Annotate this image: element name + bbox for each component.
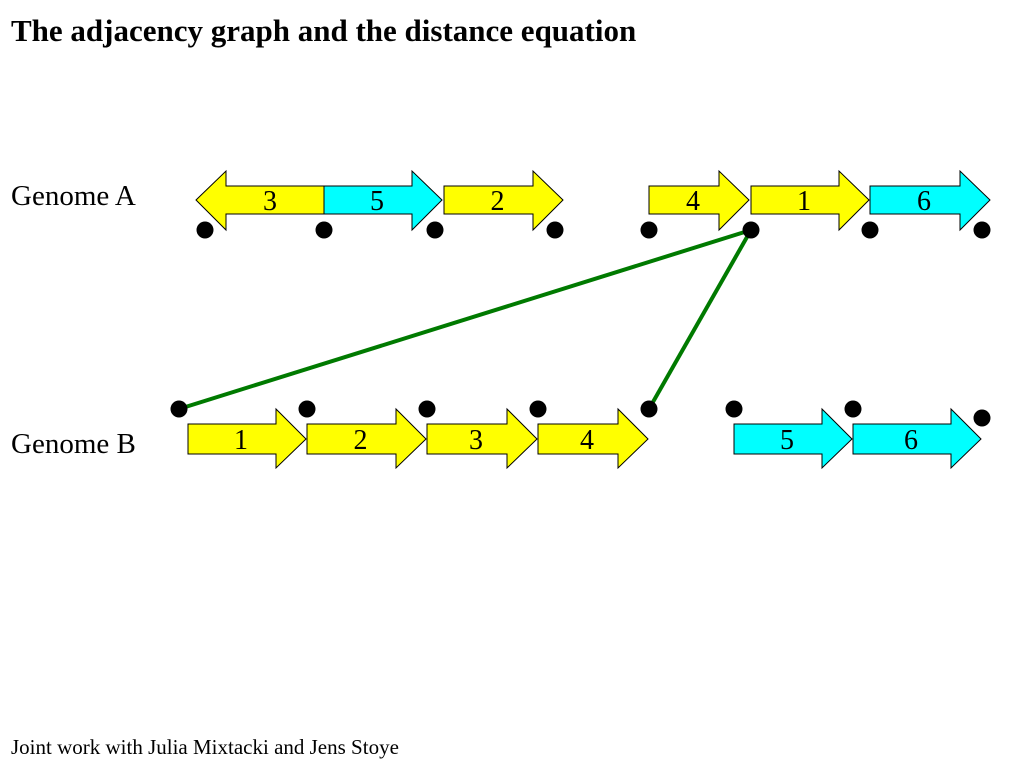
genome-b-gene-5-arrow [733, 407, 853, 470]
genome-a-adjacency-dot [315, 221, 333, 239]
genome-a-gene-5-label: 5 [370, 186, 384, 217]
adjacency-edge [647, 229, 753, 410]
genome-a-label: Genome A [11, 180, 136, 212]
genome-a-gene-6: 6 [869, 169, 991, 232]
genome-b-gene-3-arrow [426, 407, 538, 470]
genome-b-gene-2: 2 [306, 407, 427, 470]
genome-b-adjacency-dot [725, 400, 743, 418]
genome-a-adjacency-dot [640, 221, 658, 239]
genome-b-adjacency-dot [170, 400, 188, 418]
genome-b-gene-1-label: 1 [234, 425, 248, 456]
genome-b-gene-4: 4 [537, 407, 649, 470]
genome-b-adjacency-dot [844, 400, 862, 418]
adjacency-edges [178, 228, 753, 411]
genome-a-adjacency-dot [546, 221, 564, 239]
genome-a-gene-3-label: 3 [263, 186, 277, 217]
genome-b-gene-1-arrow [187, 407, 307, 470]
genome-b-gene-6: 6 [852, 407, 982, 470]
genome-a-adjacency-dot [742, 221, 760, 239]
genome-b-gene-1: 1 [187, 407, 307, 470]
genome-b-adjacency-dot [418, 400, 436, 418]
genome-b-gene-4-label: 4 [580, 425, 594, 456]
genome-b-gene-3-label: 3 [469, 425, 483, 456]
genome-a-gene-5: 5 [323, 169, 443, 232]
adjacency-edge [178, 228, 752, 411]
genome-a-gene-4: 4 [648, 169, 750, 232]
genome-b-gene-3: 3 [426, 407, 538, 470]
genome-a-gene-3: 3 [195, 169, 325, 232]
genome-a-adjacency-dot [196, 221, 214, 239]
genome-a-adjacency-dot [861, 221, 879, 239]
genome-b-gene-2-arrow [306, 407, 427, 470]
genome-a-gene-2-label: 2 [491, 186, 505, 217]
genome-b-adjacency-dot [529, 400, 547, 418]
genome-b-gene-2-label: 2 [354, 425, 368, 456]
genome-a-gene-4-label: 4 [686, 186, 700, 217]
genome-a-gene-5-arrow [323, 169, 443, 232]
genome-a-gene-2: 2 [443, 169, 564, 232]
genome-a-gene-1-arrow [750, 169, 870, 232]
genome-a-gene-3-arrow [195, 169, 325, 232]
genome-b-gene-5-label: 5 [780, 425, 794, 456]
genome-a-adjacency-dot [973, 221, 991, 239]
genome-b-gene-6-label: 6 [904, 425, 918, 456]
genome-a-gene-1-label: 1 [797, 186, 811, 217]
genome-b-adjacency-dot [298, 400, 316, 418]
genome-a-gene-4-arrow [648, 169, 750, 232]
genome-b-gene-6-arrow [852, 407, 982, 470]
genome-a-gene-6-arrow [869, 169, 991, 232]
genome-b-gene-5: 5 [733, 407, 853, 470]
footer-credit: Joint work with Julia Mixtacki and Jens … [11, 735, 399, 759]
genome-a-gene-6-label: 6 [917, 186, 931, 217]
genome-b-adjacency-dot [640, 400, 658, 418]
slide-title: The adjacency graph and the distance equ… [11, 13, 637, 48]
genome-b-adjacency-dot [973, 409, 991, 427]
gene-arrows: 3 5 2 4 1 6 1 2 3 4 5 6 [187, 169, 991, 470]
genome-b-label: Genome B [11, 428, 136, 460]
genome-a-gene-1: 1 [750, 169, 870, 232]
genome-b-gene-4-arrow [537, 407, 649, 470]
genome-a-adjacency-dot [426, 221, 444, 239]
genome-a-gene-2-arrow [443, 169, 564, 232]
adjacency-dots [170, 221, 991, 427]
